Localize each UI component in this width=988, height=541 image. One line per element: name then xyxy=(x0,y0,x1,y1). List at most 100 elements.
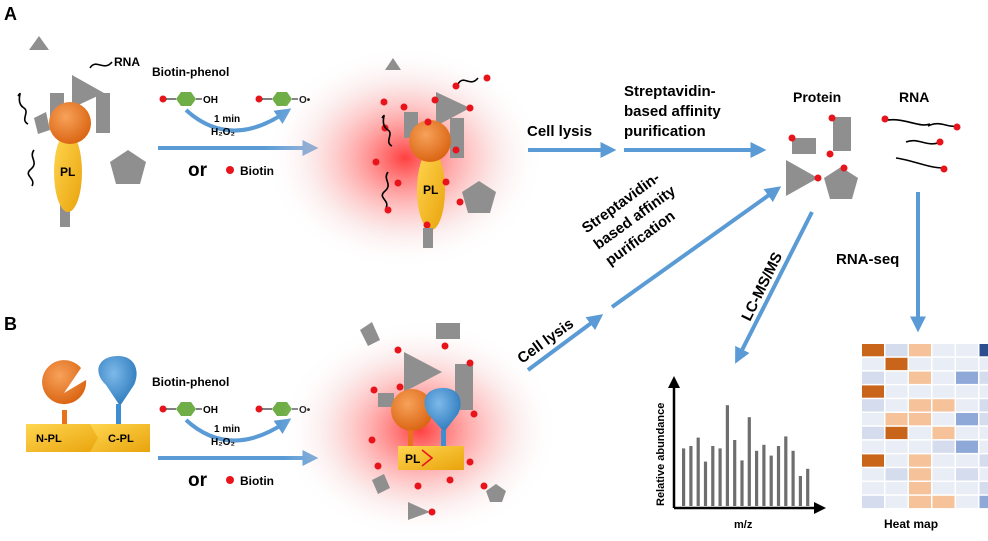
heat-map-cell xyxy=(956,496,978,508)
heat-map-cell xyxy=(886,372,908,384)
labeling-glow xyxy=(265,46,545,270)
rna-strand xyxy=(18,94,28,124)
rnaseq-label: RNA-seq xyxy=(836,251,899,268)
pl-label: PL xyxy=(60,165,75,179)
heat-map-cell xyxy=(862,344,884,356)
bait-protein-split xyxy=(42,360,86,404)
strep-label-a-2: based affinity xyxy=(624,103,721,120)
heat-map-cell xyxy=(909,358,931,370)
heat-map-cell xyxy=(909,427,931,439)
heat-map-cell xyxy=(909,441,931,453)
heat-map-cell xyxy=(909,344,931,356)
or-label: or xyxy=(188,160,208,181)
heat-map-cell xyxy=(909,482,931,494)
heat-map-cell xyxy=(980,372,988,384)
heat-map-cell xyxy=(886,413,908,425)
heat-map-cell xyxy=(956,413,978,425)
heat-map-cell xyxy=(886,441,908,453)
heat-map-cell xyxy=(956,468,978,480)
gray-rectangle xyxy=(423,228,433,248)
purified-proteins: Protein xyxy=(786,89,858,199)
heat-map-cell xyxy=(862,468,884,480)
spectrum-peak xyxy=(682,448,685,506)
phenol-ring xyxy=(176,402,196,416)
heat-map-cell xyxy=(862,441,884,453)
spectrum-peak xyxy=(784,436,787,506)
heat-map-cell xyxy=(886,399,908,411)
spectrum-peak xyxy=(799,476,802,506)
gray-triangle xyxy=(29,36,49,50)
heat-map-cell xyxy=(862,385,884,397)
lcmsms-arrow xyxy=(738,212,812,358)
spectrum-peak xyxy=(689,446,692,506)
heat-map-cell xyxy=(886,427,908,439)
heat-map-cell xyxy=(909,372,931,384)
heat-map-cell xyxy=(980,441,988,453)
heat-map-cell xyxy=(933,496,955,508)
mz-label: m/z xyxy=(734,519,753,531)
heat-map-cell xyxy=(933,441,955,453)
heat-map-cell xyxy=(980,358,988,370)
rna-strand xyxy=(90,62,112,68)
heat-map-cell xyxy=(909,413,931,425)
heat-map-cell xyxy=(956,385,978,397)
heat-map-cell xyxy=(956,482,978,494)
heat-map-cell xyxy=(933,454,955,466)
heat-map-cell xyxy=(956,399,978,411)
spectrum-peak xyxy=(762,445,765,506)
heat-map-cell xyxy=(933,413,955,425)
gray-rectangle xyxy=(833,117,851,151)
c-pl-label: C-PL xyxy=(108,433,134,445)
gray-triangle xyxy=(786,160,818,196)
heat-map-cell xyxy=(980,482,988,494)
heat-map-cell xyxy=(862,413,884,425)
heat-map-cell xyxy=(933,482,955,494)
spectrum-peak xyxy=(719,448,722,506)
heat-map-cell xyxy=(909,454,931,466)
gray-pentagon xyxy=(824,167,858,199)
heat-map-cell xyxy=(980,468,988,480)
pl-label: PL xyxy=(423,183,438,197)
heat-map-cell xyxy=(909,385,931,397)
heat-map-cell xyxy=(886,482,908,494)
cell-lysis-label-a: Cell lysis xyxy=(527,123,592,140)
pl-label-b: PL xyxy=(405,452,420,466)
spectrum-peak xyxy=(792,451,795,506)
spectrum-peak xyxy=(733,440,736,506)
bait-protein xyxy=(49,102,91,144)
panel-b-split-pl: N-PL C-PL xyxy=(26,356,150,452)
h2o2-label: H₂O₂ xyxy=(211,127,235,138)
spectrum-peak xyxy=(740,460,743,506)
rna-label-top: RNA xyxy=(114,55,140,69)
phenol-ring xyxy=(176,92,196,106)
strep-label-a-1: Streptavidin- xyxy=(624,83,716,100)
heat-map-cell xyxy=(980,399,988,411)
h2o2-label-b: H₂O₂ xyxy=(211,437,235,448)
strep-label-a-3: purification xyxy=(624,123,706,140)
spectrum-peak xyxy=(770,456,773,506)
heat-map-cell xyxy=(909,468,931,480)
spectrum-peak xyxy=(726,405,729,506)
n-pl-label: N-PL xyxy=(36,433,62,445)
gray-pentagon xyxy=(110,150,146,184)
strep-label-b: Streptavidin- based affinity purificatio… xyxy=(579,166,691,269)
purified-rna: RNA xyxy=(882,89,961,173)
biotin-dot xyxy=(226,166,234,174)
gray-rectangle xyxy=(792,138,816,154)
heat-map-cell xyxy=(886,468,908,480)
heat-map-cell xyxy=(933,372,955,384)
heat-map-cell xyxy=(980,454,988,466)
panel-a-labeled-cluster: PL xyxy=(265,46,545,270)
heat-map-cell xyxy=(909,399,931,411)
one-min-label: 1 min xyxy=(214,114,240,125)
heat-map-cell xyxy=(933,427,955,439)
rna-strand xyxy=(28,150,34,186)
spectrum-peak xyxy=(777,446,780,506)
biotin-phenol-label-b: Biotin-phenol xyxy=(152,375,229,389)
heat-map-cell xyxy=(886,454,908,466)
spectrum-peak xyxy=(748,417,751,506)
heat-map-cell xyxy=(980,427,988,439)
panel-label-a: A xyxy=(4,4,17,24)
